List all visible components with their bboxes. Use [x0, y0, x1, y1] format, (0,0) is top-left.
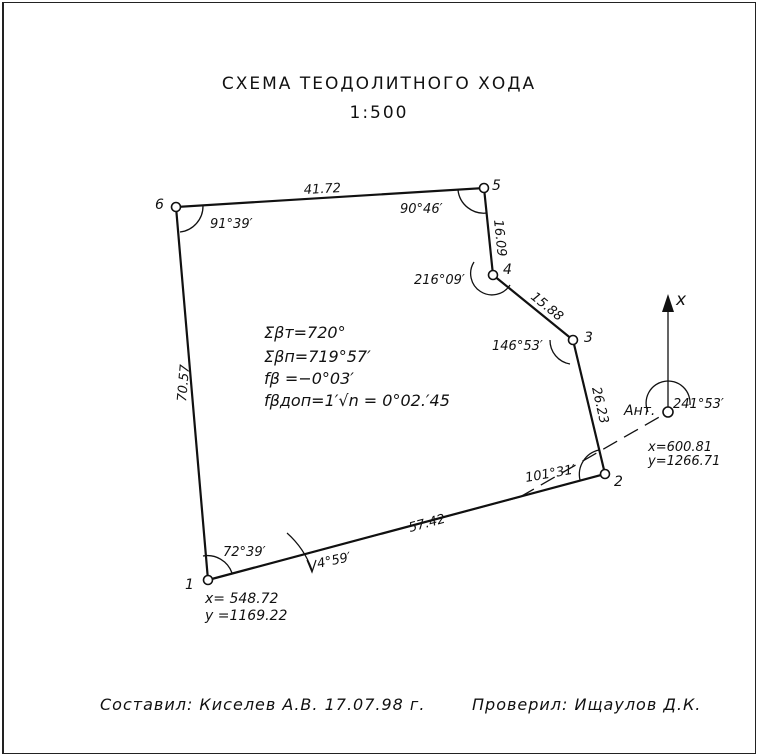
- side-length-5-6: 41.72: [303, 181, 341, 198]
- station-3-label: 3: [584, 330, 593, 346]
- formula-allowable-misclosure: fβдоп=1′√n = 0°02.′45: [264, 391, 450, 410]
- angle-value-ant: 241°53′: [673, 397, 724, 412]
- station-1-x-coordinate: x= 548.72: [204, 591, 279, 607]
- north-axis-label: x: [675, 290, 687, 310]
- station-4-marker: [487, 269, 499, 281]
- ant-x-coordinate: x=600.81: [647, 440, 712, 455]
- station-6-label: 6: [155, 197, 164, 213]
- station-5-label: 5: [492, 178, 501, 194]
- angle-arc-4: [470, 261, 511, 296]
- angle-value-1-direction: 4°59′: [316, 550, 353, 572]
- formula-sum-theoretical: Σβт=720°: [264, 323, 346, 342]
- station-2-label: 2: [614, 474, 623, 490]
- angle-arc-ant: [645, 380, 691, 413]
- angle-value-2: 101°31′: [524, 462, 577, 486]
- angle-arc-3: [549, 339, 571, 365]
- station-2-marker: [599, 468, 611, 480]
- station-1-y-coordinate: y =1169.22: [204, 608, 287, 624]
- diagram-scale: 1:500: [349, 103, 409, 123]
- station-3-marker: [567, 334, 579, 346]
- angle-arc-1-direction: [286, 532, 313, 571]
- direction-arrow-head: [306, 559, 317, 574]
- angle-value-5: 90°46′: [400, 202, 443, 217]
- diagram-title: СХЕМА ТЕОДОЛИТНОГО ХОДА: [221, 74, 537, 94]
- station-6-marker: [170, 201, 182, 213]
- side-length-6-1: 70.57: [175, 363, 193, 402]
- north-axis-arrowhead: [662, 294, 674, 312]
- station-ant-label: Ант.: [623, 403, 655, 419]
- angle-value-6: 91°39′: [210, 217, 253, 232]
- angle-value-4: 216°09′: [414, 273, 465, 288]
- checked-by: Проверил: Ищаулов Д.К.: [472, 695, 702, 714]
- station-4-label: 4: [503, 262, 512, 278]
- angle-value-1: 72°39′: [223, 545, 266, 560]
- angle-arc-2: [578, 449, 600, 481]
- station-1-marker: [202, 574, 214, 586]
- dashed-line-to-ant: [519, 411, 669, 498]
- angle-arc-6: [179, 205, 204, 233]
- station-ant-marker: [662, 406, 674, 418]
- angle-value-3: 146°53′: [492, 339, 543, 354]
- station-1-label: 1: [185, 577, 194, 593]
- formula-sum-measured: Σβп=719°57′: [264, 347, 371, 366]
- station-5-marker: [478, 182, 490, 194]
- side-length-1-2: 57.42: [407, 512, 447, 536]
- compiled-by: Составил: Киселев А.В. 17.07.98 г.: [100, 695, 426, 714]
- traverse-polyline: [174, 186, 607, 582]
- angle-arc-5: [457, 189, 488, 214]
- ant-y-coordinate: y=1266.71: [647, 454, 720, 469]
- angle-arc-1: [202, 554, 233, 574]
- line-1-to-ant: [207, 496, 521, 581]
- side-length-4-5: 16.09: [490, 219, 509, 258]
- formula-angular-misclosure: fβ =−0°03′: [264, 369, 354, 388]
